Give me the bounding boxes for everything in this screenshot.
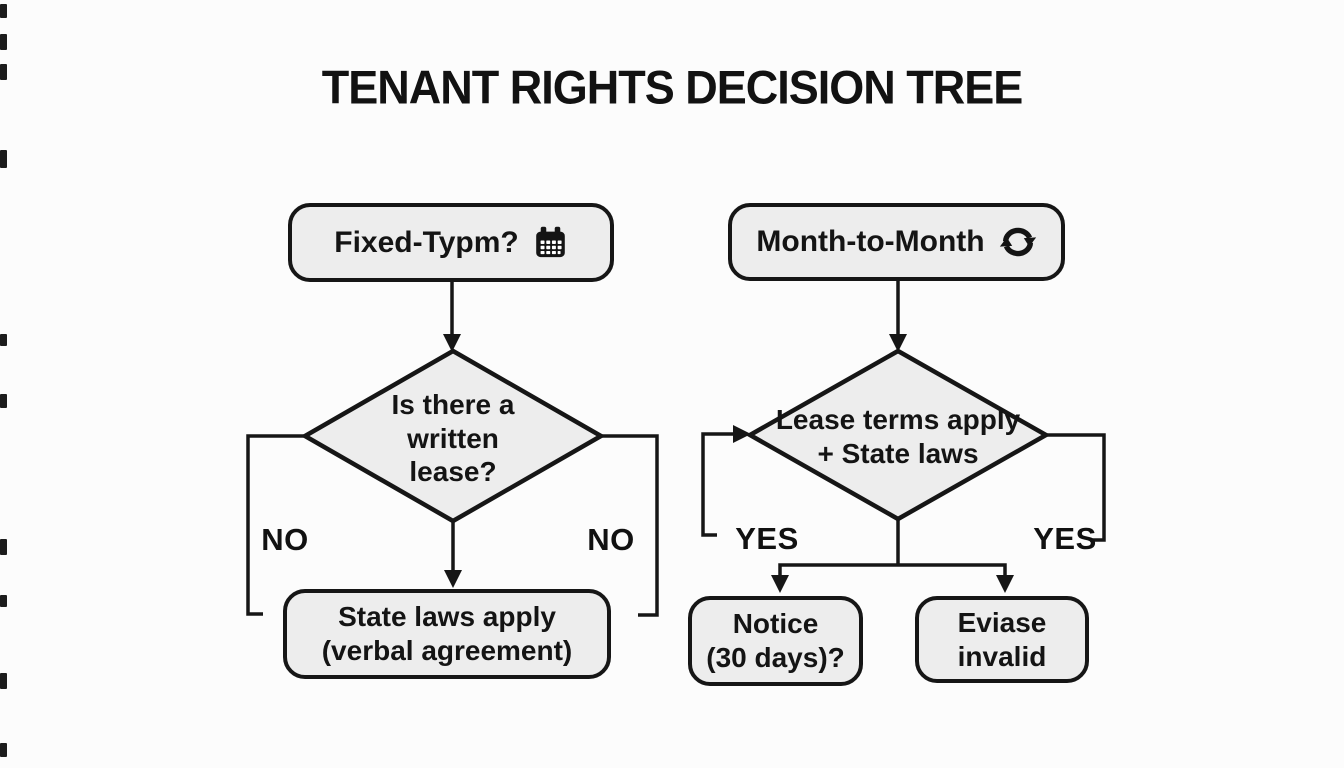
edge-label-yes-left: YES xyxy=(735,521,799,556)
edge-artifact xyxy=(0,539,7,555)
decision-diamond-written-lease xyxy=(300,348,606,524)
edge-artifact xyxy=(0,150,7,168)
edge-artifact xyxy=(0,673,7,689)
node-month-to-month-label: Month-to-Month xyxy=(756,225,985,258)
edge-label-yes-right: YES xyxy=(1033,521,1097,556)
edge-artifact xyxy=(0,743,7,757)
node-fixed-term: Fixed-Typm? xyxy=(288,203,614,282)
sync-icon xyxy=(999,225,1037,259)
node-state-laws-apply: State laws apply (verbal agreement) xyxy=(283,589,611,679)
decision-lease-terms-text: Lease terms apply + State laws xyxy=(775,404,1021,469)
arrowhead-right-icon xyxy=(733,425,751,443)
arrowhead-down-icon xyxy=(889,334,907,352)
node-month-to-month: Month-to-Month xyxy=(728,203,1065,281)
arrowhead-down-icon xyxy=(443,334,461,352)
arrowhead-down-icon xyxy=(444,570,462,588)
edge-artifact xyxy=(0,4,7,18)
calendar-icon xyxy=(533,225,568,260)
edge-artifact xyxy=(0,394,7,408)
edge-artifact xyxy=(0,64,7,80)
edge-artifact xyxy=(0,334,7,346)
arrowhead-down-icon xyxy=(996,575,1014,593)
decision-written-lease-text: Is there a written lease? xyxy=(391,389,515,488)
page-title: TENANT RIGHTS DECISION TREE xyxy=(321,60,1024,115)
edge-artifact xyxy=(0,595,7,607)
arrowhead-down-icon xyxy=(771,575,789,593)
edge-label-no-right: NO xyxy=(587,522,635,557)
connector-no-right xyxy=(601,434,659,617)
decision-diamond-lease-terms xyxy=(745,348,1051,522)
edge-artifact xyxy=(0,34,7,50)
connector-no-left xyxy=(246,434,305,616)
node-fixed-term-label: Fixed-Typm? xyxy=(334,225,519,259)
connector-decision-split xyxy=(778,519,1007,584)
connector-yes-left xyxy=(701,432,736,537)
edge-label-no-left: NO xyxy=(261,522,309,557)
node-notice-30-days: Notice (30 days)? xyxy=(688,596,863,686)
connector-yes-right xyxy=(1046,433,1106,542)
node-eviase-invalid: Eviase invalid xyxy=(915,596,1089,683)
